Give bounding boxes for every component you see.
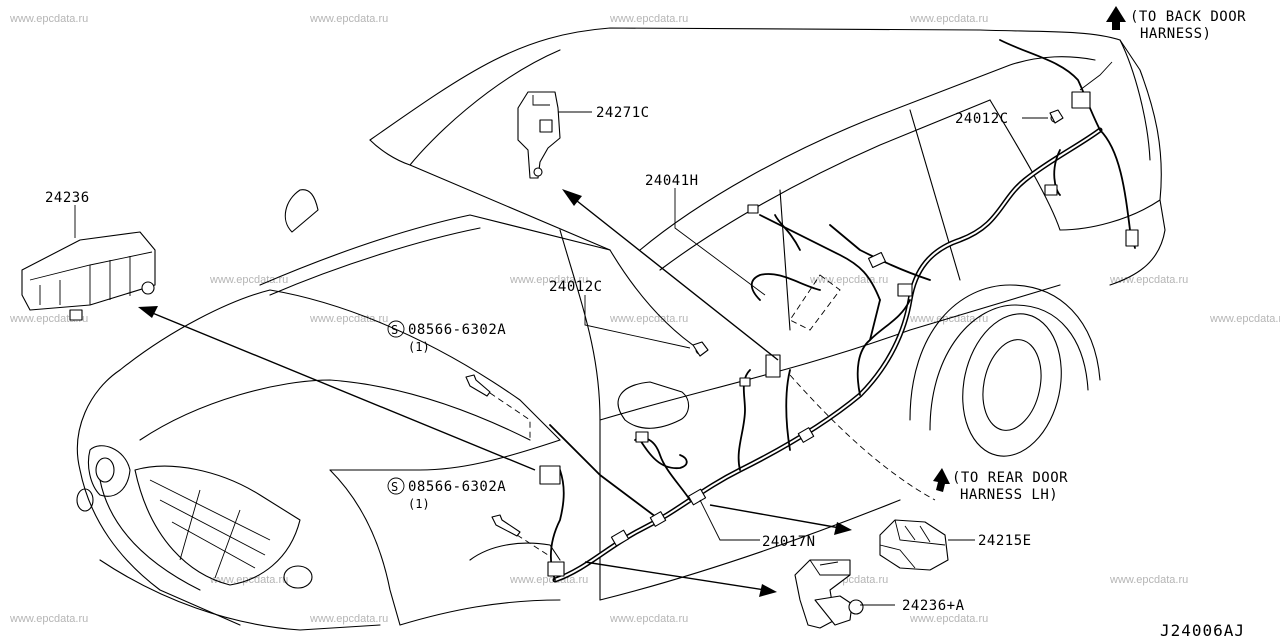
label-24041H: 24041H <box>645 173 699 189</box>
watermark: www.epcdata.ru <box>609 13 688 25</box>
label-24012C-mid: 24012C <box>549 279 603 295</box>
bolt-upper-number: 08566-6302A <box>408 322 506 338</box>
connector <box>649 511 667 527</box>
bolt-upper-qty: (1) <box>408 340 430 354</box>
vehicle-body-outline <box>76 27 1166 631</box>
part-24215E-connector <box>879 519 949 571</box>
connector <box>687 488 707 506</box>
note-rear-door-line1: (TO REAR DOOR <box>952 470 1068 486</box>
watermark: www.epcdata.ru <box>1209 313 1280 325</box>
label-24236A: 24236+A <box>902 598 965 614</box>
connector <box>635 431 649 443</box>
watermark: www.epcdata.ru <box>509 274 588 286</box>
watermark: www.epcdata.ru <box>9 613 88 625</box>
headlight <box>87 445 131 497</box>
watermark: www.epcdata.ru <box>309 313 388 325</box>
watermark-grid: www.epcdata.ru www.epcdata.ru www.epcdat… <box>9 13 1280 625</box>
leader-lines <box>74 61 1113 606</box>
svg-text:S: S <box>391 480 398 494</box>
watermark: www.epcdata.ru <box>1109 574 1188 586</box>
pointer-arrows <box>138 6 1126 597</box>
label-24236: 24236 <box>45 190 90 206</box>
connector <box>897 283 913 297</box>
connector <box>797 427 815 443</box>
watermark: www.epcdata.ru <box>609 613 688 625</box>
note-rear-door-line2: HARNESS LH) <box>960 487 1058 503</box>
watermark: www.epcdata.ru <box>309 13 388 25</box>
bolt-lower-number: 08566-6302A <box>408 479 506 495</box>
screw-symbols: S S <box>387 320 405 495</box>
connector <box>747 204 759 214</box>
rear-wheel <box>962 313 1062 457</box>
side-mirror <box>617 381 690 429</box>
watermark: www.epcdata.ru <box>9 13 88 25</box>
watermark: www.epcdata.ru <box>609 313 688 325</box>
up-arrow-icon <box>1106 6 1126 30</box>
watermark: www.epcdata.ru <box>209 274 288 286</box>
clip-24012C <box>692 341 709 357</box>
front-grille <box>134 465 301 586</box>
mounting-guide <box>789 274 841 331</box>
bolt <box>465 374 491 397</box>
label-24012C-top: 24012C <box>955 111 1009 127</box>
part-24271C-bracket <box>517 91 561 179</box>
watermark: www.epcdata.ru <box>909 13 988 25</box>
screw-symbol-icon <box>387 477 405 495</box>
note-back-door-line1: (TO BACK DOOR <box>1130 9 1246 25</box>
watermark: www.epcdata.ru <box>909 313 988 325</box>
clip-24012C <box>1049 109 1064 124</box>
diagram-code: J24006AJ <box>1160 621 1245 640</box>
part-24236A-bracket <box>794 559 864 629</box>
bolt <box>491 514 521 537</box>
connector <box>1044 184 1058 196</box>
watermark: www.epcdata.ru <box>9 313 88 325</box>
label-24271C: 24271C <box>596 105 650 121</box>
connector <box>1071 91 1091 109</box>
fog-light <box>76 488 94 512</box>
watermark: www.epcdata.ru <box>1109 274 1188 286</box>
svg-text:S: S <box>391 323 398 337</box>
connector <box>547 561 565 577</box>
bolt-lower-qty: (1) <box>408 497 430 511</box>
note-back-door-line2: HARNESS) <box>1140 26 1211 42</box>
connector <box>765 354 781 378</box>
screw-symbol-icon <box>387 320 405 338</box>
connector <box>610 529 630 547</box>
label-24017N: 24017N <box>762 534 816 550</box>
connector <box>539 465 561 485</box>
watermark: www.epcdata.ru <box>909 613 988 625</box>
watermark: www.epcdata.ru <box>309 613 388 625</box>
label-24215E: 24215E <box>978 533 1032 549</box>
connector <box>867 251 887 269</box>
part-labels: 24236 24271C 24041H 24012C 24012C 24017N… <box>45 9 1246 640</box>
part-24236-module <box>21 231 156 321</box>
connector <box>1125 229 1139 247</box>
up-arrow-icon <box>933 468 950 492</box>
fog-light <box>283 565 313 589</box>
bolts <box>465 109 1064 556</box>
connector <box>739 377 751 387</box>
main-body-harness <box>549 39 1136 583</box>
